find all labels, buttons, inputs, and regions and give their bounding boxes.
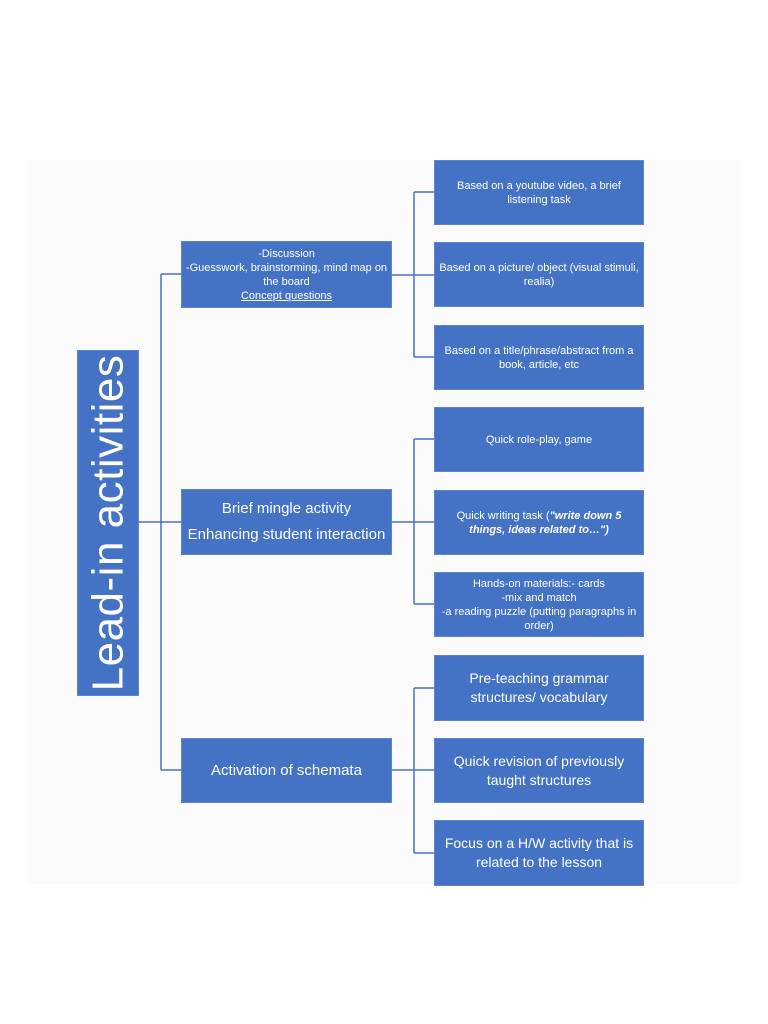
branch-2-line-2: Enhancing student interaction — [187, 526, 386, 543]
leaf-2-2-emphasis: "write down 5 things, ideas related to…"… — [469, 509, 622, 536]
branch-1-line-1: -Discussion — [258, 247, 315, 260]
branch-node-2: Brief mingle activity Enhancing student … — [181, 489, 392, 555]
leaf-2-3-line-3: -a reading puzzle (putting paragraphs in… — [441, 605, 637, 632]
leaf-2-1-text: Quick role-play, game — [485, 433, 593, 446]
branch-1-line-3: Concept questions — [240, 289, 333, 302]
leaf-3-3-text: Focus on a H/W activity that is related … — [444, 835, 634, 870]
connector-branch-1 — [392, 191, 434, 358]
branch-node-1: -Discussion -Guesswork, brainstorming, m… — [181, 241, 392, 308]
branch-2-line-1: Brief mingle activity — [221, 500, 352, 517]
leaf-node-1-2: Based on a picture/ object (visual stimu… — [434, 242, 644, 307]
leaf-1-3-text: Based on a title/phrase/abstract from a … — [444, 344, 634, 371]
leaf-node-3-1: Pre-teaching grammar structures/ vocabul… — [434, 655, 644, 721]
connector-branch-3 — [392, 687, 434, 854]
leaf-node-2-3: Hands-on materials:- cards -mix and matc… — [434, 572, 644, 637]
leaf-3-2-text: Quick revision of previously taught stru… — [453, 752, 625, 788]
leaf-node-1-1: Based on a youtube video, a brief listen… — [434, 160, 644, 225]
connector-root — [139, 273, 181, 771]
leaf-2-3-line-1: Hands-on materials:- cards — [472, 577, 606, 590]
leaf-2-2-text: Quick writing task ("write down 5 things… — [453, 509, 625, 537]
leaf-1-2-text: Based on a picture/ object (visual stimu… — [439, 261, 639, 288]
leaf-node-2-1: Quick role-play, game — [434, 407, 644, 472]
leaf-2-3-line-2: -mix and match — [501, 591, 577, 604]
leaf-node-3-3: Focus on a H/W activity that is related … — [434, 820, 644, 886]
leaf-node-2-2: Quick writing task ("write down 5 things… — [434, 490, 644, 555]
branch-1-line-2: -Guesswork, brainstorming, mind map on t… — [185, 261, 388, 288]
leaf-1-1-text: Based on a youtube video, a brief listen… — [457, 179, 621, 206]
leaf-node-3-2: Quick revision of previously taught stru… — [434, 738, 644, 803]
root-node: Lead-in activities — [77, 350, 139, 696]
root-label: Lead-in activities — [83, 354, 133, 692]
leaf-node-1-3: Based on a title/phrase/abstract from a … — [434, 325, 644, 390]
leaf-3-1-text: Pre-teaching grammar structures/ vocabul… — [469, 670, 609, 705]
connector-branch-2 — [392, 438, 434, 605]
branch-3-line-1: Activation of schemata — [211, 761, 362, 779]
branch-node-3: Activation of schemata — [181, 738, 392, 803]
leaf-2-2-prefix: Quick writing task ( — [456, 509, 550, 522]
